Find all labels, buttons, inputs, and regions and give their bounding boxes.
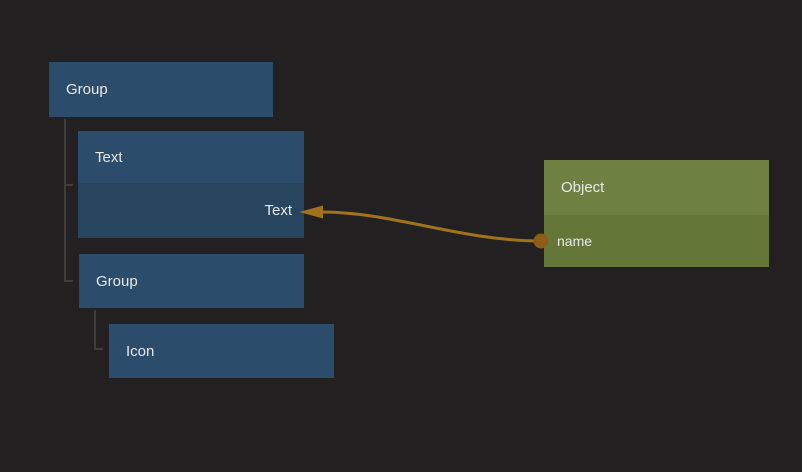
node-group-root[interactable]: Group: [49, 62, 273, 117]
port-text-output-label: Text: [264, 202, 292, 219]
node-icon-label: Icon: [126, 342, 155, 360]
tree-connector-elbow-text: [64, 184, 73, 186]
tree-connector-vertical-1: [64, 119, 66, 282]
binding-wire[interactable]: [321, 210, 542, 243]
node-group-child[interactable]: Group: [79, 254, 304, 308]
tree-connector-elbow-group2: [64, 280, 73, 282]
node-text[interactable]: Text Text: [78, 131, 304, 238]
node-object-title: Object: [544, 160, 769, 215]
node-group-root-label: Group: [66, 81, 108, 98]
tree-connector-elbow-icon: [94, 348, 103, 350]
port-text-output[interactable]: Text: [78, 183, 304, 238]
property-name-label: name: [557, 233, 593, 249]
property-row-name[interactable]: name: [544, 215, 769, 267]
node-object[interactable]: Object name: [544, 160, 769, 267]
node-text-label: Text: [78, 131, 304, 183]
node-icon[interactable]: Icon: [109, 324, 334, 378]
tree-connector-vertical-2: [94, 310, 96, 350]
node-group-child-label: Group: [96, 272, 138, 290]
